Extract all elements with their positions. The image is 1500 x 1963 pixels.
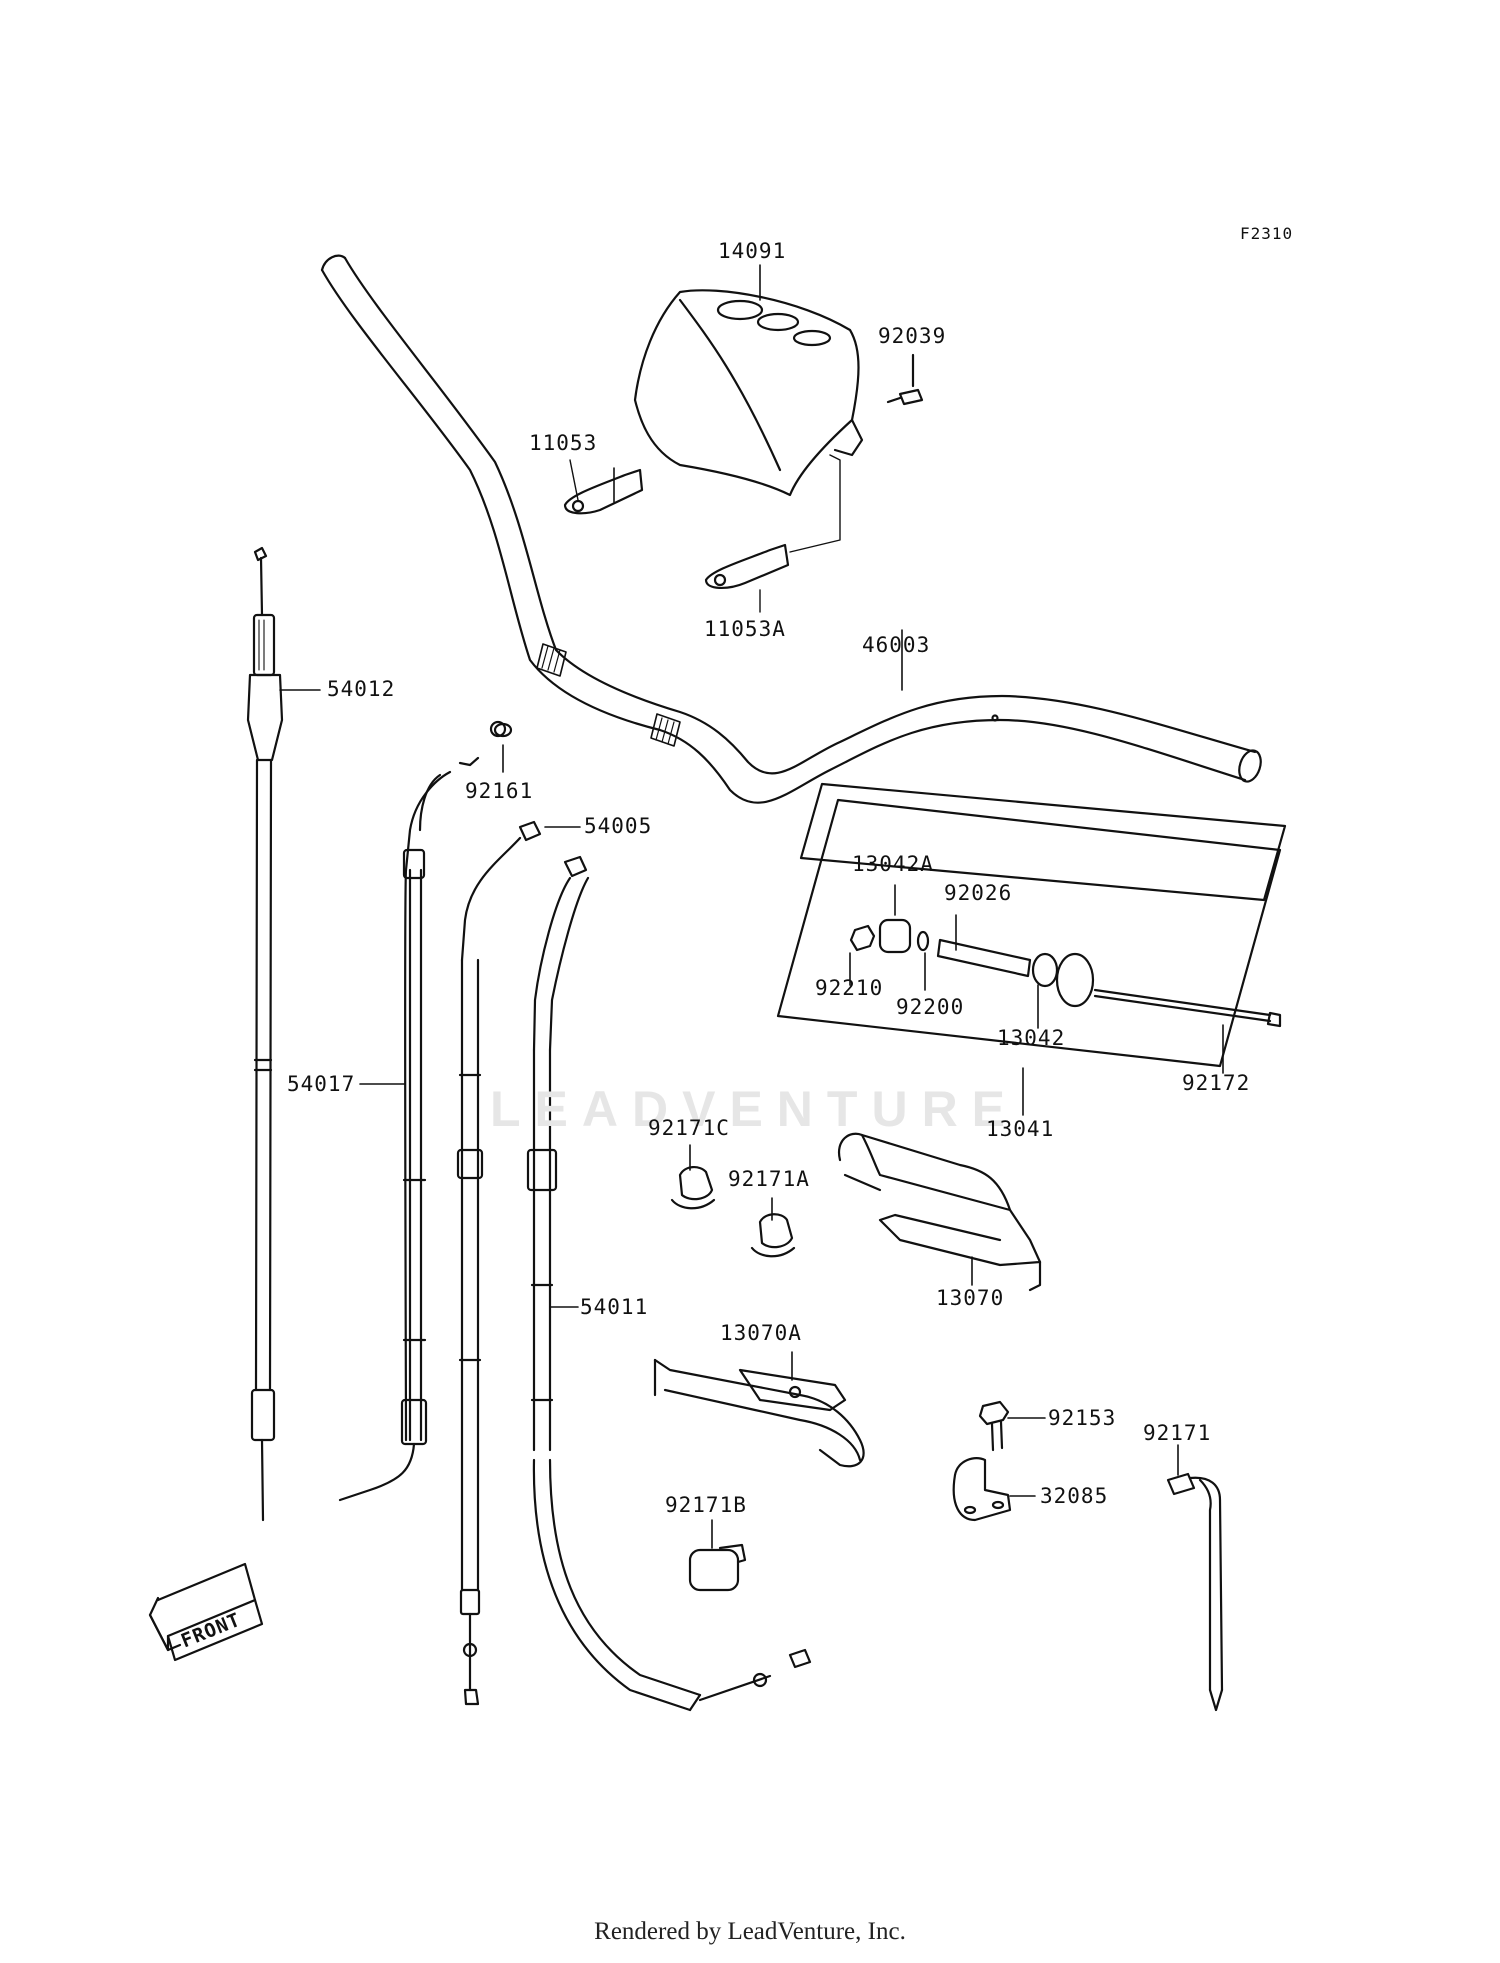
bracket-13070: [837, 1132, 1042, 1292]
part-label-92210[interactable]: 92210: [815, 976, 884, 1000]
part-label-92171A[interactable]: 92171A: [728, 1167, 810, 1191]
part-label-54011[interactable]: 54011: [580, 1295, 649, 1319]
part-label-13070A[interactable]: 13070A: [720, 1321, 802, 1345]
assembly-box-13041: [776, 782, 1287, 1068]
collar-13042A: [878, 918, 912, 954]
tie-strap-92171: [1166, 1472, 1224, 1712]
watermark: LEADVENTURE: [490, 1081, 1020, 1137]
part-label-32085[interactable]: 32085: [1040, 1484, 1109, 1508]
footer-credit: Rendered by LeadVenture, Inc.: [594, 1918, 906, 1945]
part-label-13070[interactable]: 13070: [936, 1286, 1005, 1310]
part-label-54012[interactable]: 54012: [327, 677, 396, 701]
cable-54012: [246, 546, 284, 1522]
part-label-11053A[interactable]: 11053A: [704, 617, 786, 641]
bar-end-weight: [849, 918, 1282, 1028]
bracket-11053: [563, 459, 644, 515]
part-label-92026[interactable]: 92026: [944, 881, 1013, 905]
figure-code: F2310: [1240, 224, 1294, 243]
handlebar-cover: [633, 289, 864, 497]
part-label-13042A[interactable]: 13042A: [852, 852, 934, 876]
part-label-46003[interactable]: 46003: [862, 633, 931, 657]
front-arrow: [148, 1562, 264, 1662]
part-label-92153[interactable]: 92153: [1048, 1406, 1117, 1430]
part-label-11053[interactable]: 11053: [529, 431, 598, 455]
part-label-13041[interactable]: 13041: [986, 1117, 1055, 1141]
handlebar: [320, 254, 1262, 804]
clamp-92171B: [688, 1543, 747, 1592]
washer-92200: [916, 930, 930, 952]
clamp-32085: [952, 1457, 1012, 1522]
part-label-92161[interactable]: 92161: [465, 779, 534, 803]
part-label-54017[interactable]: 54017: [287, 1072, 356, 1096]
bushing-92161: [493, 722, 513, 738]
clamp-92171A: [750, 1213, 796, 1258]
cable-54011: [526, 855, 812, 1712]
part-label-92172[interactable]: 92172: [1182, 1071, 1251, 1095]
pipe-92026: [936, 938, 1032, 978]
weight: [1055, 952, 1095, 1008]
part-label-92171B[interactable]: 92171B: [665, 1493, 747, 1517]
part-label-92171C[interactable]: 92171C: [648, 1116, 730, 1140]
clamp-92171C: [670, 1166, 716, 1210]
part-label-14091[interactable]: 14091: [718, 239, 787, 263]
rubber-13042: [1031, 952, 1059, 988]
screw-92039: [886, 353, 924, 406]
part-label-92171[interactable]: 92171: [1143, 1421, 1212, 1445]
bolt-92153: [978, 1400, 1010, 1452]
leader-lines: [279, 264, 1224, 1549]
part-label-92200[interactable]: 92200: [896, 995, 965, 1019]
nut-92210: [849, 924, 876, 952]
part-label-54005[interactable]: 54005: [584, 814, 653, 838]
bolt-92172: [1266, 1011, 1282, 1028]
part-label-92039[interactable]: 92039: [878, 324, 947, 348]
bracket-11053A: [704, 454, 841, 613]
cable-54017: [338, 720, 507, 1502]
part-label-13042[interactable]: 13042: [997, 1026, 1066, 1050]
bracket-13070A: [653, 1358, 865, 1468]
cable-54005: [456, 820, 542, 1706]
